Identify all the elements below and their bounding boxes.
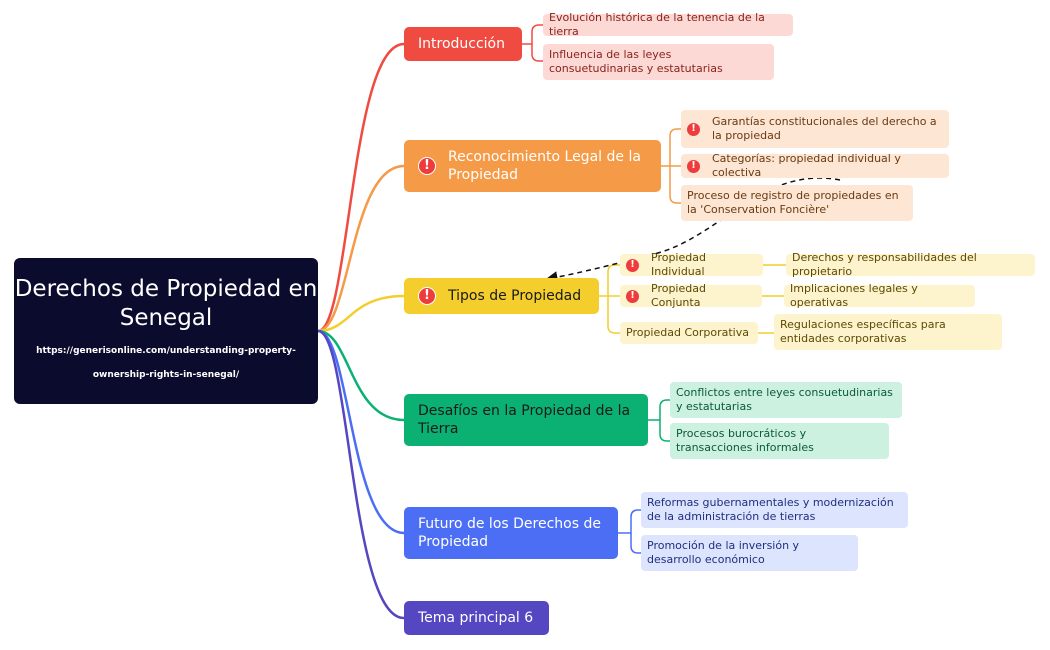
connector-legal bbox=[317, 164, 405, 333]
topic-label: Reconocimiento Legal de la Propiedad bbox=[448, 149, 641, 183]
subtopic-label: Propiedad Individual bbox=[651, 251, 706, 278]
subtopic-label: Influencia de las leyes consuetudinarias… bbox=[549, 48, 723, 75]
root-url[interactable]: https://generisonline.com/understanding-… bbox=[36, 346, 296, 380]
exclamation-alert-icon: ! bbox=[687, 122, 700, 136]
subtopic-propiedad-individual[interactable]: ! Propiedad Individual bbox=[620, 251, 763, 278]
topic-tema-principal-6[interactable]: Tema principal 6 bbox=[404, 601, 549, 635]
detail-label: Implicaciones legales y operativas bbox=[790, 282, 918, 309]
subtopic-reformas-gubernamentales[interactable]: Reformas gubernamentales y modernización… bbox=[641, 492, 908, 528]
topic-reconocimiento-legal[interactable]: ! Reconocimiento Legal de la Propiedad bbox=[404, 140, 661, 192]
connector-tema6 bbox=[317, 329, 405, 620]
relationship-arrow bbox=[545, 177, 841, 284]
root-topic[interactable]: Derechos de Propiedad en Senegal https:/… bbox=[14, 258, 318, 404]
subtopic-procesos-burocraticos[interactable]: Procesos burocráticos y transacciones in… bbox=[670, 423, 889, 459]
exclamation-alert-icon: ! bbox=[687, 159, 700, 173]
subtopic-garantias[interactable]: ! Garantías constitucionales del derecho… bbox=[681, 110, 949, 148]
subtopic-label: Categorías: propiedad individual y colec… bbox=[712, 152, 901, 179]
topic-label: Futuro de los Derechos de Propiedad bbox=[418, 516, 601, 550]
subtopic-evolucion-historica[interactable]: Evolución histórica de la tenencia de la… bbox=[543, 11, 793, 38]
topic-label: Desafíos en la Propiedad de la Tierra bbox=[418, 403, 631, 437]
topic-desafios[interactable]: Desafíos en la Propiedad de la Tierra bbox=[404, 394, 648, 446]
connector-tipos bbox=[317, 294, 405, 333]
topic-futuro[interactable]: Futuro de los Derechos de Propiedad bbox=[404, 507, 618, 559]
subtopic-label: Promoción de la inversión y desarrollo e… bbox=[647, 539, 800, 566]
detail-label: Regulaciones específicas para entidades … bbox=[780, 318, 946, 345]
subtopic-label: Reformas gubernamentales y modernización… bbox=[647, 496, 894, 523]
subtopic-label: Evolución histórica de la tenencia de la… bbox=[549, 11, 765, 38]
detail-regulaciones-especificas[interactable]: Regulaciones específicas para entidades … bbox=[774, 314, 1002, 350]
subtopic-label: Conflictos entre leyes consuetudinarias … bbox=[676, 386, 893, 413]
root-title: Derechos de Propiedad en Senegal bbox=[14, 276, 318, 331]
subtopic-label: Procesos burocráticos y transacciones in… bbox=[676, 427, 814, 454]
subtopic-promocion-inversion[interactable]: Promoción de la inversión y desarrollo e… bbox=[641, 535, 858, 571]
exclamation-alert-icon: ! bbox=[626, 258, 639, 272]
topic-label: Tema principal 6 bbox=[418, 610, 534, 626]
subtopic-conflictos-leyes[interactable]: Conflictos entre leyes consuetudinarias … bbox=[670, 382, 902, 418]
subtopic-label: Garantías constitucionales del derecho a… bbox=[712, 115, 937, 142]
detail-derechos-responsabilidades[interactable]: Derechos y responsabilidades del propiet… bbox=[786, 251, 1035, 278]
connector-intro bbox=[317, 42, 405, 333]
topic-introduccion[interactable]: Introducción bbox=[404, 27, 522, 61]
topic-label: Tipos de Propiedad bbox=[448, 288, 582, 304]
subtopic-propiedad-corporativa[interactable]: Propiedad Corporativa bbox=[620, 322, 758, 344]
subtopic-label: Propiedad Conjunta bbox=[651, 282, 706, 309]
exclamation-alert-icon: ! bbox=[418, 287, 436, 305]
subtopic-proceso-registro[interactable]: Proceso de registro de propiedades en la… bbox=[681, 185, 913, 221]
topic-label: Introducción bbox=[418, 36, 505, 52]
subtopic-influencia-leyes[interactable]: Influencia de las leyes consuetudinarias… bbox=[543, 44, 774, 80]
detail-implicaciones-legales[interactable]: Implicaciones legales y operativas bbox=[784, 282, 975, 309]
topic-tipos-propiedad[interactable]: ! Tipos de Propiedad bbox=[404, 278, 599, 314]
subtopic-label: Proceso de registro de propiedades en la… bbox=[687, 189, 899, 216]
connector-futuro bbox=[317, 329, 405, 535]
exclamation-alert-icon: ! bbox=[418, 157, 436, 175]
detail-label: Derechos y responsabilidades del propiet… bbox=[792, 251, 977, 278]
subtopic-categorias[interactable]: ! Categorías: propiedad individual y col… bbox=[681, 152, 949, 179]
subtopic-label: Propiedad Corporativa bbox=[626, 326, 749, 339]
subtopic-propiedad-conjunta[interactable]: ! Propiedad Conjunta bbox=[620, 282, 762, 309]
connector-desafios bbox=[317, 329, 405, 422]
exclamation-alert-icon: ! bbox=[626, 289, 639, 303]
